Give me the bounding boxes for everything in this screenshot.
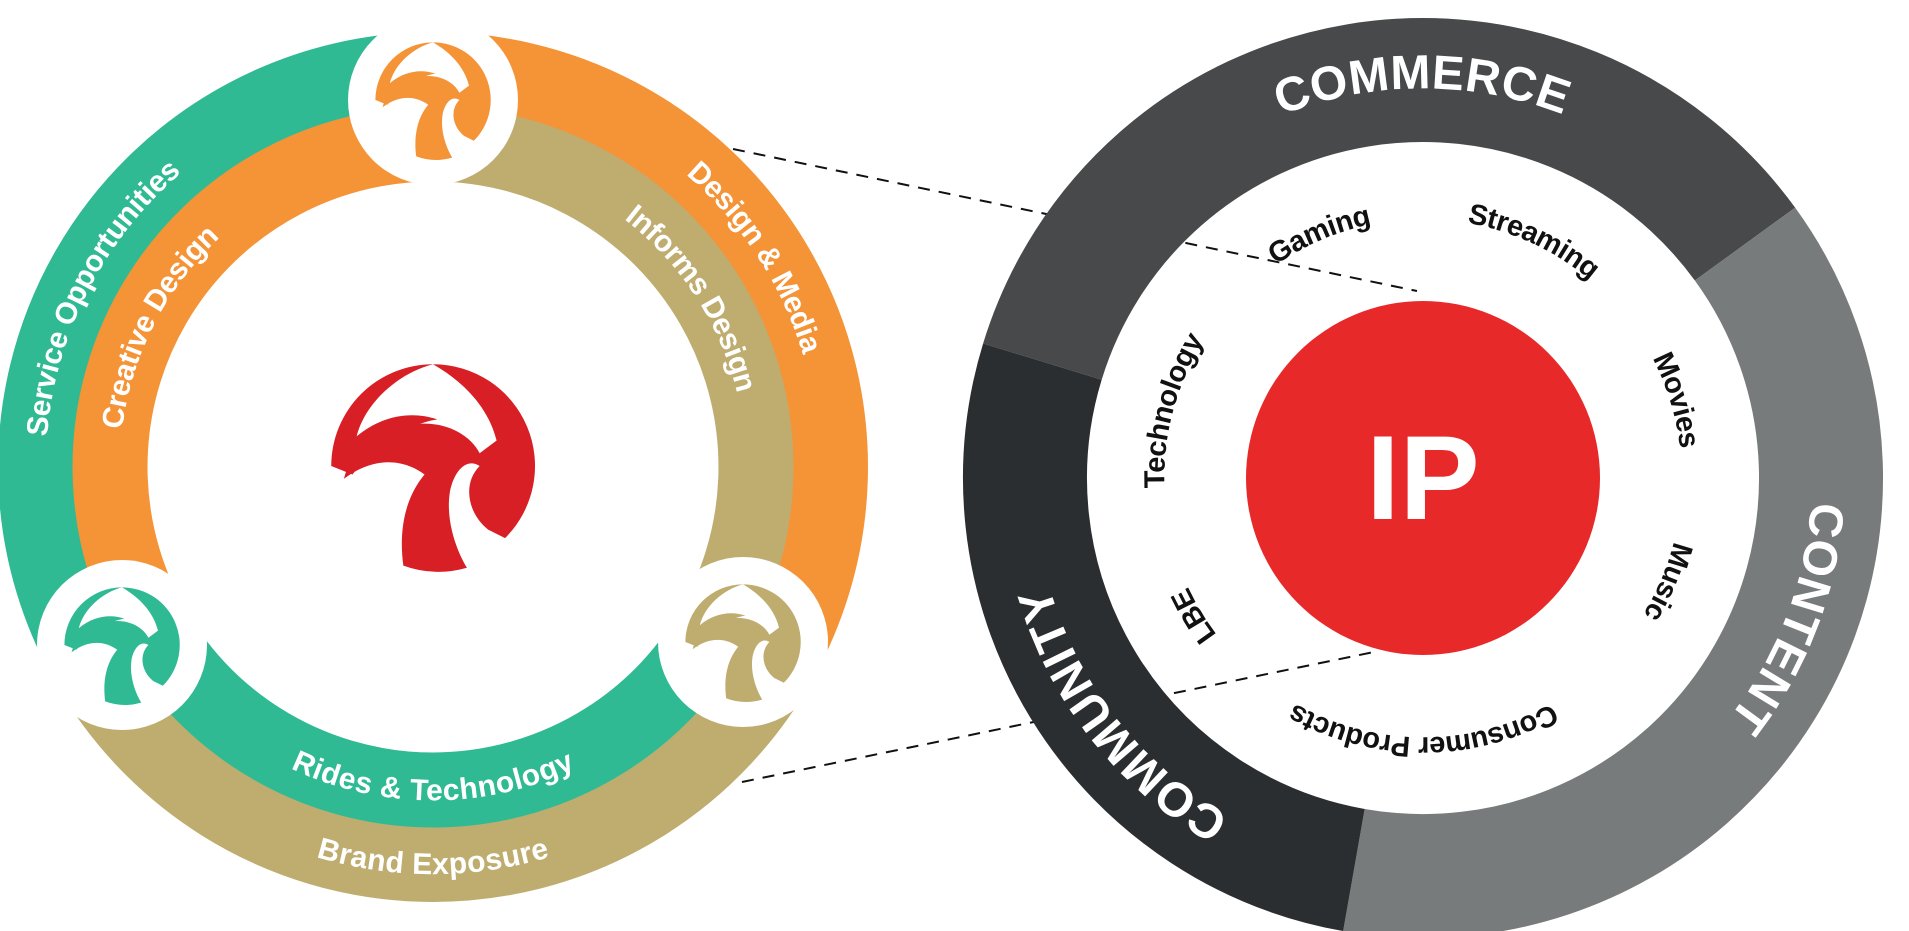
ring-segment-community	[963, 343, 1366, 931]
inner-ring-segment-rides	[120, 609, 746, 828]
label-gaming: Gaming	[1262, 200, 1373, 271]
label-streaming: Streaming	[1466, 198, 1606, 286]
ip-circle	[1246, 301, 1600, 655]
falcon-icon-orange	[348, 15, 518, 185]
falcon-icon-tan	[658, 557, 828, 727]
label-consumer-products: Consumer Products	[1283, 697, 1563, 762]
falcon-icon-teal	[37, 560, 207, 730]
left-cycle-diagram: Service Opportunities Creative Design De…	[0, 15, 868, 902]
falcon-logo-center-icon	[331, 364, 536, 572]
outer-ring-segment-service	[0, 32, 434, 685]
label-technology: Technology	[1139, 327, 1210, 488]
ip-label: IP	[1366, 411, 1479, 545]
label-music: Music	[1637, 539, 1698, 627]
ring-segment-content	[1343, 207, 1884, 931]
inner-ring-segment-creative	[72, 106, 434, 648]
label-lbe: LBE	[1165, 583, 1222, 649]
outer-ring-segment-brand	[56, 646, 810, 902]
outer-ring-segment-design-media	[432, 32, 868, 685]
right-ip-diagram: COMMERCE CONTENT COMMUNITY IP Gaming Str…	[963, 18, 1884, 931]
dashed-connector-top	[732, 148, 1418, 292]
label-movies: Movies	[1646, 347, 1705, 450]
inner-ring-segment-informs	[432, 106, 794, 648]
ring-segment-commerce	[983, 18, 1796, 381]
